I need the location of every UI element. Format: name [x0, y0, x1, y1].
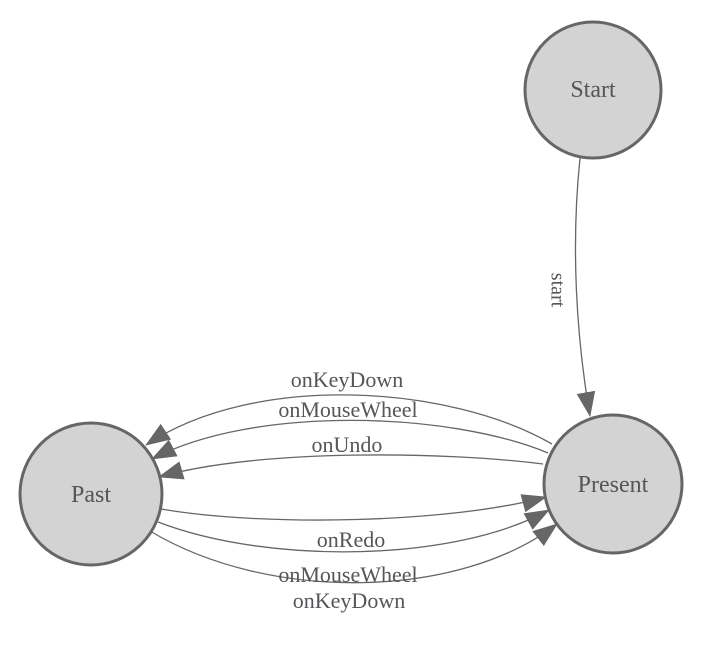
edge-start-to-present [574, 157, 596, 418]
state-node-start: Start [523, 20, 663, 160]
state-label-present: Present [578, 472, 649, 498]
edge-onmousewheel-to-present [157, 509, 550, 553]
edge-label-onmousewheel-bottom: onMouseWheel [278, 562, 417, 587]
edge-layer [145, 157, 596, 584]
edge-label-onmousewheel-top: onMouseWheel [278, 397, 417, 422]
state-label-past: Past [71, 482, 111, 508]
edge-label-onredo: onRedo [317, 527, 385, 552]
edge-onundo-to-past [157, 454, 544, 480]
state-node-present: Present [542, 413, 684, 555]
state-node-past: Past [18, 421, 164, 567]
edge-onkeydown-to-present [149, 523, 558, 584]
state-circle-start [523, 20, 663, 160]
edge-label-layer: start onKeyDown onMouseWheel onUndo onRe… [278, 273, 568, 613]
edge-onkeydown-to-past [145, 394, 553, 446]
state-circle-past [18, 421, 164, 567]
edge-onredo-to-present [160, 494, 548, 521]
state-circle-present [542, 413, 684, 555]
state-label-start: Start [570, 77, 616, 103]
edge-label-onkeydown-top: onKeyDown [291, 367, 403, 392]
edge-label-start: start [547, 273, 569, 308]
edge-onmousewheel-to-past [151, 419, 549, 460]
edge-label-onundo: onUndo [312, 432, 383, 457]
edge-label-onkeydown-bottom: onKeyDown [293, 588, 405, 613]
